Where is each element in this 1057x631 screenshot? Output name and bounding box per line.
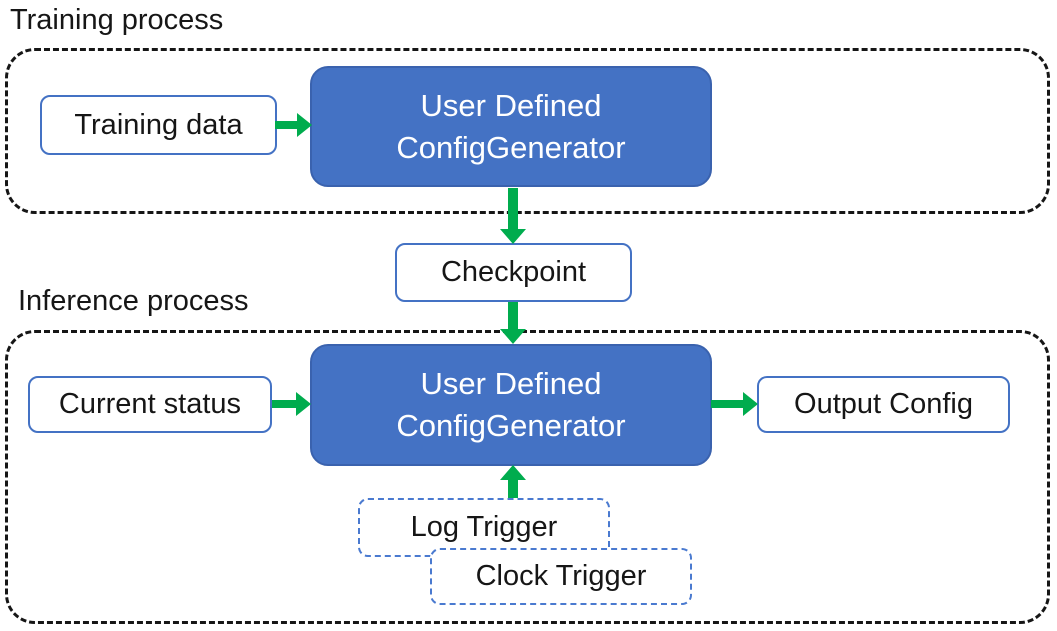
- inference-process-label: Inference process: [18, 285, 249, 317]
- arrow-generator-to-output-config-icon: [711, 392, 758, 416]
- log-trigger-node: Log Trigger: [358, 498, 610, 557]
- config-generator-node-inference: User Defined ConfigGenerator: [310, 344, 712, 466]
- config-generator-node-training: User Defined ConfigGenerator: [310, 66, 712, 187]
- training-process-container: [5, 48, 1050, 214]
- training-process-label: Training process: [10, 4, 224, 36]
- arrow-current-status-to-generator-icon: [272, 392, 311, 416]
- arrow-generator-to-checkpoint-icon: [500, 188, 526, 244]
- arrow-training-data-to-generator-icon: [275, 113, 312, 137]
- config-generator-training-line1: User Defined: [420, 87, 602, 123]
- output-config-node: Output Config: [757, 376, 1010, 433]
- current-status-node: Current status: [28, 376, 272, 433]
- config-generator-inference-line2: ConfigGenerator: [396, 408, 626, 443]
- config-generator-training-line2: ConfigGenerator: [396, 129, 626, 165]
- training-data-node: Training data: [40, 95, 277, 155]
- clock-trigger-node: Clock Trigger: [430, 548, 692, 605]
- checkpoint-node: Checkpoint: [395, 243, 632, 302]
- inference-process-container: [5, 330, 1050, 624]
- arrow-checkpoint-to-generator-icon: [500, 302, 526, 344]
- arrow-log-trigger-to-generator-icon: [500, 465, 526, 498]
- config-generator-inference-line1: User Defined: [420, 366, 602, 402]
